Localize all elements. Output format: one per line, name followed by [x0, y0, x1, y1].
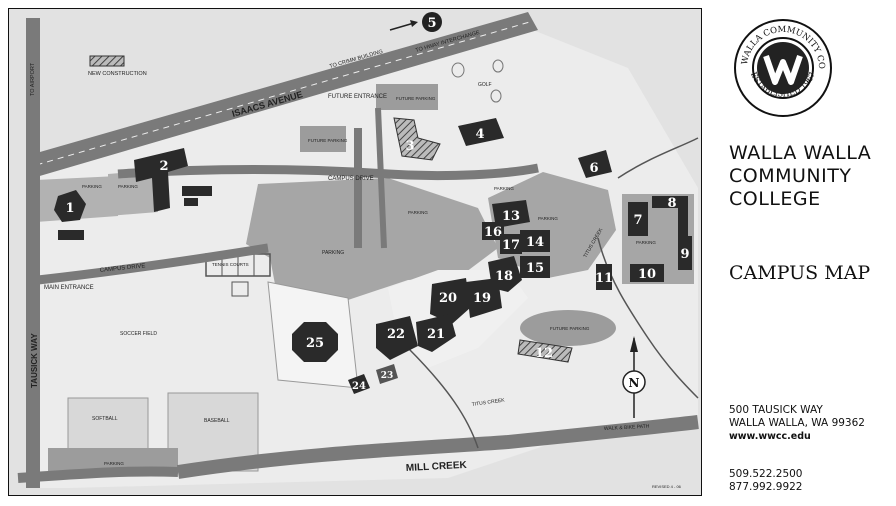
north-compass: N	[622, 336, 646, 418]
svg-text:24: 24	[352, 381, 366, 392]
svg-text:8: 8	[667, 196, 676, 211]
sidebar: WALLA WALLA COMMUNITY COLLEGE ESTABLISHE…	[705, 0, 896, 506]
building-9[interactable]: 9	[678, 236, 692, 270]
compass-n-icon: N	[629, 376, 640, 390]
address: 500 TAUSICK WAY WALLA WALLA, WA 99362 ww…	[729, 404, 865, 442]
label-mill-creek: MILL CREEK	[406, 460, 468, 474]
building-19[interactable]: 19	[466, 278, 502, 318]
svg-text:21: 21	[427, 327, 445, 342]
phone-numbers: 509.522.2500 877.992.9922	[729, 468, 802, 494]
building-8[interactable]: 8	[652, 196, 688, 238]
svg-text:15: 15	[526, 261, 544, 276]
svg-text:25: 25	[306, 336, 324, 351]
label-golf: GOLF	[478, 82, 492, 88]
svg-text:23: 23	[381, 371, 394, 381]
label-softball: SOFTBALL	[92, 416, 118, 422]
label-parking-north: PARKING	[494, 186, 514, 191]
college-name: WALLA WALLA COMMUNITY COLLEGE	[729, 142, 872, 210]
building-22[interactable]: 22	[376, 316, 418, 360]
building-16[interactable]: 16	[482, 222, 504, 240]
label-campus-drive-left: CAMPUS DRIVE	[100, 263, 146, 274]
label-soccer-field: SOCCER FIELD	[120, 331, 157, 337]
main-parking-lot	[246, 178, 498, 300]
svg-text:18: 18	[495, 269, 513, 284]
label-parking-west: PARKING	[82, 184, 102, 189]
building-2[interactable]: 2	[134, 148, 188, 212]
svg-text:5: 5	[427, 16, 436, 31]
building-23[interactable]: 23	[376, 364, 398, 384]
building-4[interactable]: 4	[458, 118, 504, 146]
mill-creek-road	[176, 415, 699, 479]
tausick-way	[26, 18, 40, 488]
building-25[interactable]: 25	[292, 322, 338, 362]
svg-text:2: 2	[159, 159, 168, 174]
label-tausick-way: TAUSICK WAY	[30, 333, 39, 388]
svg-text:1: 1	[65, 201, 74, 216]
svg-text:14: 14	[526, 235, 544, 250]
svg-text:10: 10	[638, 267, 656, 282]
building-6[interactable]: 6	[578, 150, 612, 178]
label-parking-west-2: PARKING	[118, 184, 138, 189]
label-future-parking-2: FUTURE PARKING	[308, 138, 348, 143]
label-walk-bike: WALK & BIKE PATH	[604, 424, 650, 432]
label-tennis-courts: TENNIS COURTS	[212, 262, 249, 267]
building-12[interactable]: 12	[517, 339, 573, 363]
label-campus-drive-top: CAMPUS DRIVE	[328, 176, 374, 182]
building-15[interactable]: 15	[520, 256, 550, 278]
svg-text:7: 7	[633, 213, 642, 228]
building-13[interactable]: 13	[492, 200, 530, 228]
isaacs-avenue	[26, 12, 538, 180]
building-10[interactable]: 10	[630, 264, 664, 282]
building-3[interactable]: 3	[393, 117, 441, 161]
svg-text:16: 16	[484, 225, 502, 240]
svg-text:22: 22	[387, 327, 405, 342]
legend-new-construction: NEW CONSTRUCTION	[88, 71, 147, 77]
phone-local[interactable]: 509.522.2500	[729, 468, 803, 480]
building-17[interactable]: 17	[500, 234, 522, 254]
svg-text:6: 6	[589, 161, 598, 176]
label-parking-central: PARKING	[408, 210, 428, 215]
label-to-airport: TO AIRPORT	[30, 62, 36, 96]
college-seal-icon: WALLA WALLA COMMUNITY COLLEGE ESTABLISHE…	[733, 18, 832, 117]
label-future-entrance: FUTURE ENTRANCE	[328, 94, 387, 100]
label-main-entrance: MAIN ENTRANCE	[44, 285, 94, 291]
label-parking-main: PARKING	[322, 250, 344, 256]
svg-text:4: 4	[475, 127, 484, 142]
revised-date: REVISED 4 - 06	[652, 484, 682, 489]
label-parking-south: PARKING	[104, 461, 124, 466]
building-7[interactable]: 7	[628, 202, 648, 236]
campus-map: 1 2 3 4 5 6 7 8 9 10 11 12	[8, 8, 702, 496]
label-titus-creek-1: TITUS CREEK	[471, 397, 505, 408]
label-future-parking-3: FUTURE PARKING	[550, 326, 590, 331]
svg-text:19: 19	[473, 291, 491, 306]
building-20[interactable]: 20	[430, 278, 470, 324]
building-14[interactable]: 14	[520, 230, 550, 252]
svg-text:3: 3	[405, 139, 414, 154]
label-parking-east: PARKING	[538, 216, 558, 221]
svg-text:9: 9	[680, 247, 689, 262]
svg-text:13: 13	[502, 209, 520, 224]
campus-map-title: CAMPUS MAP	[729, 262, 871, 284]
building-5[interactable]: 5	[422, 12, 442, 32]
label-parking-far-east: PARKING	[636, 240, 656, 245]
label-future-parking-1: FUTURE PARKING	[396, 96, 436, 101]
building-24[interactable]: 24	[348, 374, 370, 394]
building-1[interactable]: 1	[54, 190, 86, 222]
label-baseball: BASEBALL	[204, 418, 230, 424]
building-21[interactable]: 21	[416, 314, 456, 352]
svg-text:12: 12	[535, 346, 553, 361]
svg-text:17: 17	[502, 238, 520, 253]
new-construction-swatch	[89, 55, 125, 67]
svg-text:11: 11	[595, 271, 613, 286]
phone-tollfree[interactable]: 877.992.9922	[729, 481, 803, 493]
building-11[interactable]: 11	[595, 264, 613, 290]
website-link[interactable]: www.wwcc.edu	[729, 431, 811, 442]
svg-text:20: 20	[439, 291, 457, 306]
